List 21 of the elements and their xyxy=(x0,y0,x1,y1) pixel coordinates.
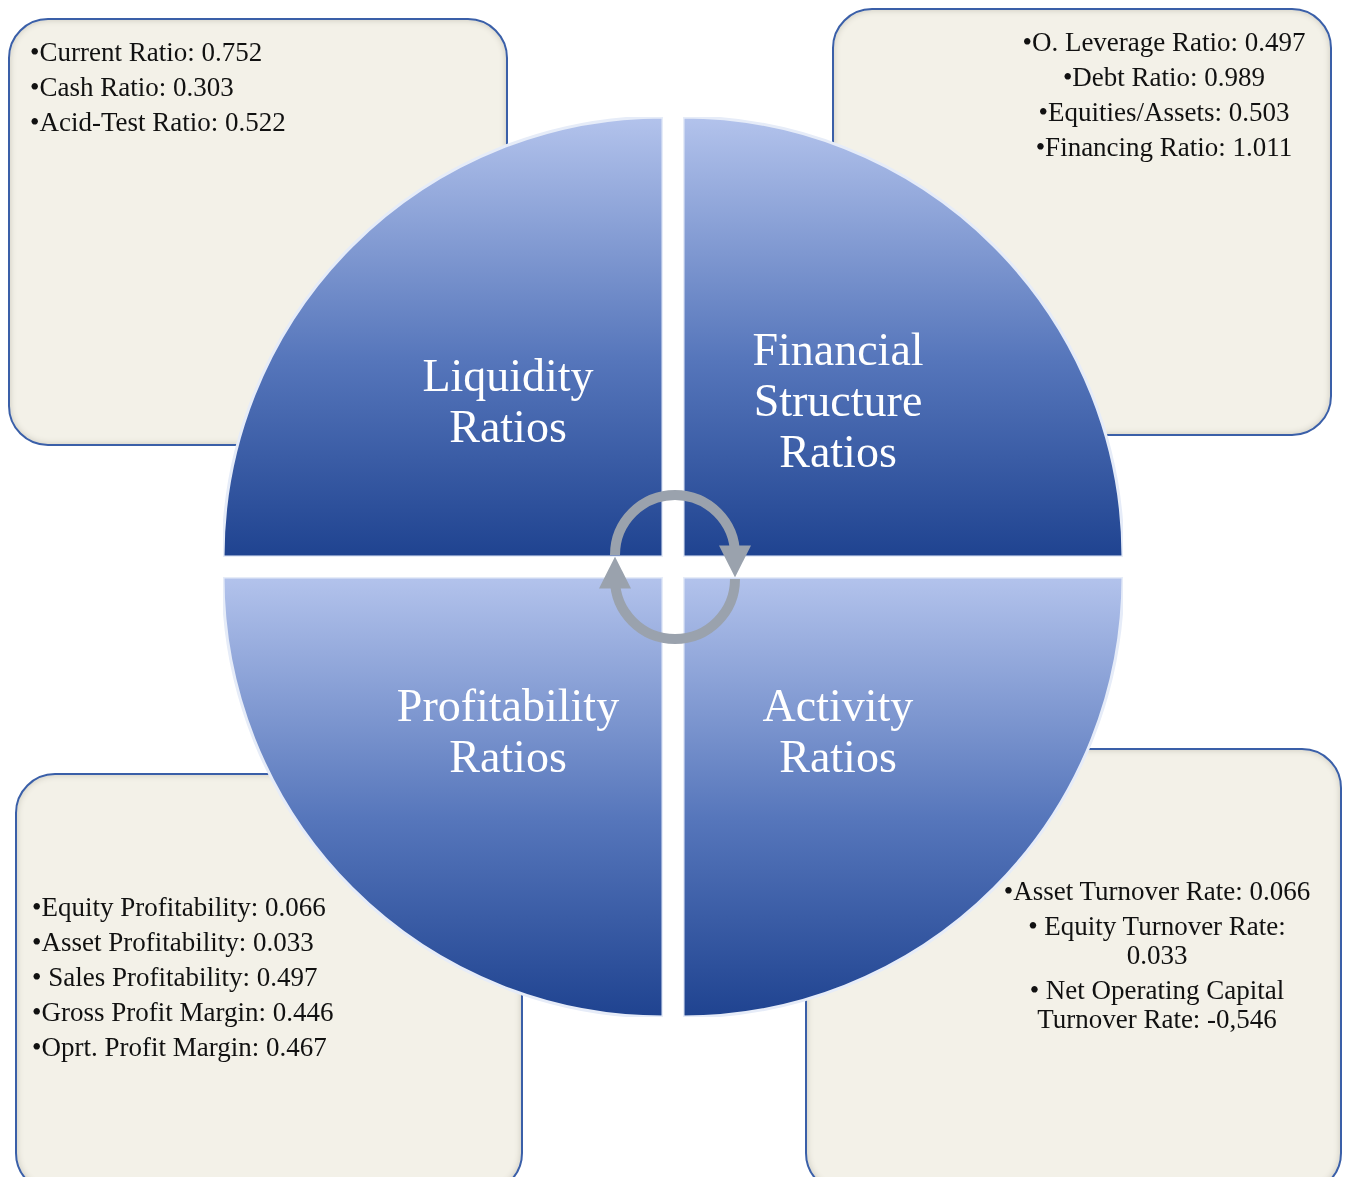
ratio-item: •Current Ratio: 0.752 xyxy=(30,38,264,67)
ratio-item: •Cash Ratio: 0.303 xyxy=(30,73,235,102)
ratio-item: •Oprt. Profit Margin: 0.467 xyxy=(32,1033,328,1062)
ratio-item: •Financing Ratio: 1.011 xyxy=(1034,133,1294,162)
ratio-item: • Sales Profitability: 0.497 xyxy=(32,963,319,992)
curved-arrow xyxy=(599,556,740,644)
ratio-item: •Gross Profit Margin: 0.446 xyxy=(32,998,335,1027)
ratio-item: •Equities/Assets: 0.503 xyxy=(1037,98,1291,127)
curved-arrow xyxy=(610,490,751,578)
quadrant-label: Financial Structure Ratios xyxy=(751,324,925,477)
quadrant-label: Liquidity Ratios xyxy=(421,350,595,452)
ratio-item: •O. Leverage Ratio: 0.497 xyxy=(1021,28,1307,57)
quadrant-label: Profitability Ratios xyxy=(395,680,621,782)
ratio-item: • Equity Turnover Rate: 0.033 xyxy=(1027,912,1287,970)
quadrant-label: Activity Ratios xyxy=(761,680,915,782)
ratio-item: •Acid-Test Ratio: 0.522 xyxy=(30,108,287,137)
ratio-item: •Asset Profitability: 0.033 xyxy=(32,928,315,957)
ratio-item: •Debt Ratio: 0.989 xyxy=(1061,63,1267,92)
ratio-item: •Equity Profitability: 0.066 xyxy=(32,893,327,922)
ratio-item: •Asset Turnover Rate: 0.066 xyxy=(1002,877,1312,906)
ratio-item: • Net Operating Capital Turnover Rate: -0,546 xyxy=(1028,976,1286,1034)
